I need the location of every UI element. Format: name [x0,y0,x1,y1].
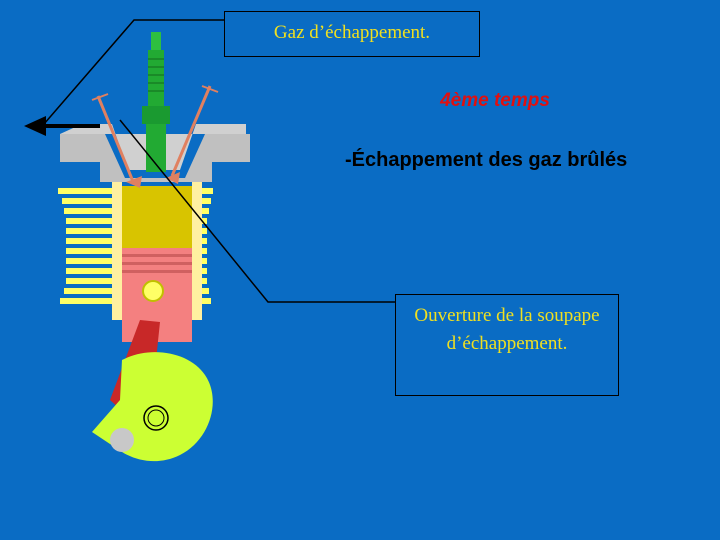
stroke-title: 4ème temps [440,90,550,111]
cylinder-wall-left [112,180,122,320]
cylinder-head [60,134,250,182]
stroke-description: -Échappement des gaz brûlés [345,149,628,171]
leader-line-exhaust-gas [43,19,224,125]
leader-line-exhaust-valve [119,119,395,303]
piston-rings [122,254,192,273]
cylinder-wall-right [192,180,202,320]
callout-exhaust-gas: Gaz d’échappement. [224,11,480,57]
spark-plug-icon [142,32,170,172]
crankshaft-axis-icon [110,428,134,452]
piston-skirt [122,186,192,248]
intake-valve [166,85,219,184]
piston-pin-icon [142,280,164,302]
crank-pin-inner-icon [147,409,165,427]
cylinder-fins-left [58,188,120,304]
exhaust-valve [91,93,142,188]
callout-exhaust-valve-opening: Ouverture de la soupape d’échappement. [395,294,619,396]
crank-pin-icon [143,405,169,431]
exhaust-arrow-icon [24,116,46,136]
